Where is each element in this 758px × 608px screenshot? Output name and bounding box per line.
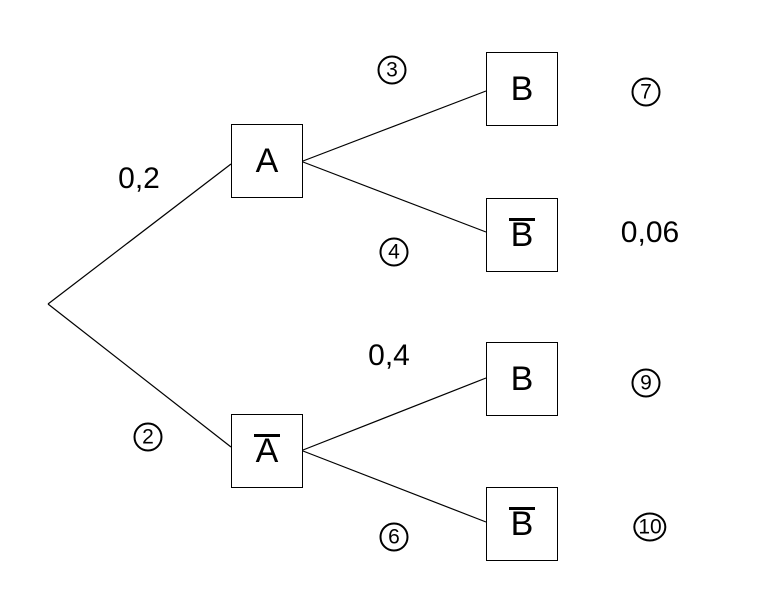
path-label-a-bbar: 0,06: [620, 216, 680, 249]
node-b-top: B: [486, 52, 558, 126]
node-b-bar-bottom: B: [486, 487, 558, 561]
node-b-top-label: B: [510, 70, 534, 108]
branch-label-circled-4: 4: [379, 237, 409, 267]
path-label-circled-10: 10: [633, 512, 667, 542]
node-b-bar-top-label: B: [508, 216, 536, 254]
path-label-circled-7: 7: [631, 77, 661, 107]
node-b-bar-top: B: [486, 198, 558, 272]
branch-label-circled-3: 3: [377, 55, 407, 85]
branch-line-a-to-bbar: [302, 161, 487, 233]
node-a-bar-label: A: [253, 432, 281, 470]
branch-label-abar-to-b: 0,4: [368, 339, 410, 372]
branch-label-circled-6: 6: [379, 522, 409, 552]
node-b-bottom: B: [486, 342, 558, 416]
branch-line-abar-to-bbar: [302, 450, 487, 523]
branch-line-root-to-a: [47, 163, 232, 305]
branch-line-abar-to-b: [302, 377, 487, 451]
branch-line-root-to-abar: [47, 303, 232, 448]
node-b-bar-bottom-label: B: [508, 505, 536, 543]
node-a-label: A: [255, 142, 279, 180]
node-b-bottom-label: B: [510, 360, 534, 398]
path-label-circled-9: 9: [631, 368, 661, 398]
node-a-bar: A: [231, 414, 303, 488]
branch-label-root-to-a: 0,2: [118, 162, 160, 195]
branch-label-circled-2: 2: [133, 422, 163, 452]
branch-line-a-to-b: [302, 90, 487, 162]
node-a: A: [231, 124, 303, 198]
